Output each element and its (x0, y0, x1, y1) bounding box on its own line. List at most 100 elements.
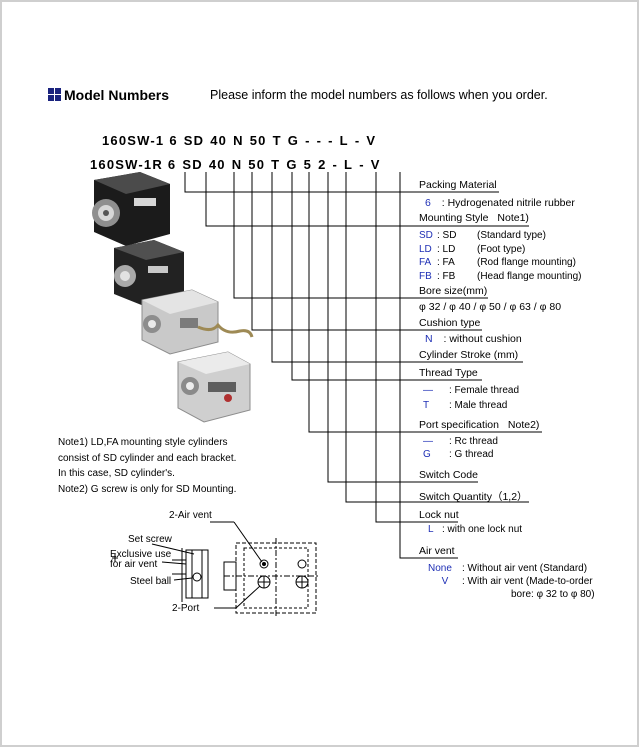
mounting-style-options: SD: SD(Standard type) LD: LD(Foot type) … (419, 229, 582, 283)
option-code: N (425, 333, 433, 345)
option-code: FA (419, 257, 432, 268)
note-line: In this case, SD cylinder's. (58, 468, 175, 479)
option-name: : FA (437, 257, 455, 268)
bore-size-title: Bore size(mm) (419, 285, 488, 297)
packing-material-title: Packing Material (419, 179, 497, 191)
option-name: : SD (437, 230, 457, 241)
note-ref: Note1) (497, 212, 529, 224)
code-token: 160SW-1R (90, 157, 163, 172)
option-row: — : Female thread (423, 384, 519, 399)
option-name: : LD (437, 243, 456, 255)
option-desc: (Standard type) (477, 230, 546, 241)
code-token: - (316, 133, 323, 148)
air-vent-options: None: Without air vent (Standard) V: Wit… (428, 562, 595, 601)
note-line: consist of SD cylinder and each bracket. (58, 452, 237, 464)
code-token: SD (182, 157, 203, 172)
exclusive-use-line: for air vent (110, 559, 158, 570)
option-desc: : with one lock nut (441, 524, 523, 535)
option-desc: : without cushion (443, 333, 522, 345)
code-token: 160SW-1 (102, 133, 165, 148)
option-code: G (423, 449, 431, 460)
cylinder-photo-1 (92, 172, 170, 246)
option-code: 6 (425, 197, 431, 209)
code-token: 2 (318, 157, 327, 172)
lock-nut-option: L : with one lock nut (428, 524, 522, 535)
option-desc: : Rc thread (449, 436, 498, 447)
option-desc: : G thread (449, 449, 494, 460)
option-code: FB (419, 270, 432, 282)
code-token: N (233, 133, 244, 148)
packing-material-option: 6 : Hydrogenated nitrile rubber (425, 197, 575, 209)
code-token: G (286, 157, 298, 172)
code-token: 50 (249, 133, 267, 148)
option-desc: : With air vent (Made-to-order (462, 576, 593, 587)
thread-type-options: — : Female thread T : Male thread (423, 384, 519, 413)
port-label: 2-Port (172, 603, 200, 614)
code-token: V (370, 157, 381, 172)
option-row: G : G thread (423, 448, 498, 461)
code-token: T (272, 133, 282, 148)
option-desc: (Rod flange mounting) (477, 257, 576, 268)
section-title: Mounting Style (419, 212, 489, 224)
code-token: 40 (210, 133, 228, 148)
cushion-type-title: Cushion type (419, 317, 481, 329)
code-token: V (366, 133, 377, 148)
option-row: LD: LD(Foot type) (419, 243, 582, 257)
option-row: SD : SD (Standard type) (419, 229, 582, 243)
code-token: 50 (248, 157, 266, 172)
code-token: - (359, 157, 365, 172)
air-vent-label: 2-Air vent (169, 510, 212, 521)
option-code: L (428, 524, 434, 535)
lock-nut-title: Lock nut (419, 509, 459, 521)
port-spec-options: — : Rc thread G : G thread (423, 435, 498, 461)
exclusive-use-label: Exclusive use for air vent (110, 550, 171, 570)
code-token: SD (183, 133, 205, 148)
note-ref: Note2) (507, 419, 540, 431)
option-row: FA : FA (Rod flange mounting) (419, 256, 582, 270)
mounting-style-title: Mounting Style Note1) (419, 212, 529, 224)
option-desc: : Male thread (449, 399, 508, 411)
code-token: N (231, 157, 243, 172)
option-code: SD (419, 230, 433, 241)
code-token: L (339, 133, 349, 148)
order-instruction: Please inform the model numbers as follo… (210, 88, 548, 102)
notes-block: Note1) LD,FA mounting style cylinders co… (58, 435, 236, 497)
option-desc: (Head flange mounting) (477, 270, 582, 282)
section-heading: Model Numbers (48, 87, 169, 103)
note-line: Note1) LD,FA mounting style cylinders (58, 437, 228, 448)
option-row: V : With air vent (Made-to-order (428, 575, 595, 588)
bore-size-values: φ 32 / φ 40 / φ 50 / φ 63 / φ 80 (419, 301, 562, 313)
steel-ball-label: Steel ball (130, 576, 172, 587)
code-token: 5 (303, 157, 313, 172)
code-token: 6 (167, 157, 177, 172)
code-token: - (354, 133, 361, 148)
note-line: Note2) G screw is only for SD Mounting. (58, 483, 237, 495)
switch-code-title: Switch Code (419, 469, 478, 481)
cushion-type-option: N : without cushion (425, 333, 522, 345)
code-token: 40 (208, 157, 226, 172)
option-row: T : Male thread (423, 399, 519, 414)
option-desc: : Female thread (449, 385, 520, 396)
port-spec-title: Port specification Note2) (419, 419, 539, 431)
cylinder-photo-2 (114, 240, 184, 306)
option-code: V (441, 576, 449, 587)
option-code: LD (419, 243, 432, 255)
option-row: — : Rc thread (423, 435, 498, 448)
option-code: T (423, 399, 430, 411)
code-token: - (305, 133, 311, 148)
option-desc: : Hydrogenated nitrile rubber (441, 197, 575, 209)
air-vent-title: Air vent (419, 545, 455, 557)
code-token: T (271, 157, 281, 172)
option-code: — (423, 385, 433, 396)
grid-bullet-icon (48, 88, 61, 101)
option-name: : FB (437, 270, 456, 282)
option-code: — (423, 436, 433, 447)
